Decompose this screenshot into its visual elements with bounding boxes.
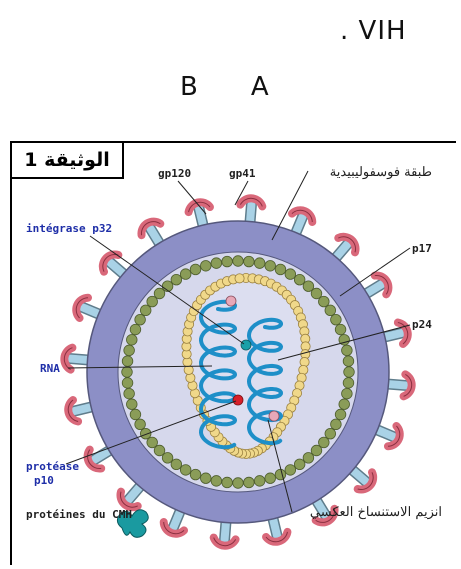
- matrix-bead: [122, 356, 133, 367]
- label-phospholipid: طبقة فوسفوليبيدية: [330, 165, 432, 180]
- capsid-bead: [235, 274, 244, 283]
- label-mhc: protéines du CMH: [26, 508, 132, 521]
- matrix-bead: [244, 256, 255, 267]
- matrix-bead: [343, 378, 354, 389]
- label-gp41: gp41: [229, 167, 256, 180]
- matrix-bead: [126, 334, 137, 345]
- matrix-bead: [275, 264, 286, 275]
- matrix-bead: [233, 478, 244, 489]
- matrix-bead: [331, 419, 342, 430]
- matrix-bead: [319, 296, 330, 307]
- matrix-bead: [303, 453, 314, 464]
- matrix-bead: [171, 274, 182, 285]
- matrix-bead: [124, 345, 135, 356]
- matrix-bead: [265, 260, 276, 271]
- matrix-bead: [222, 477, 233, 488]
- matrix-bead: [171, 459, 182, 470]
- matrix-bead: [285, 465, 296, 476]
- matrix-bead: [122, 367, 133, 378]
- matrix-bead: [265, 473, 276, 484]
- reverse-transcriptase-dot: [226, 296, 236, 306]
- matrix-bead: [275, 469, 286, 480]
- matrix-bead: [285, 269, 296, 280]
- label-integrase: intégrase p32: [26, 222, 112, 235]
- label-p17: p17: [412, 242, 432, 255]
- matrix-bead: [344, 367, 355, 378]
- label-gp120: gp120: [158, 167, 191, 180]
- matrix-bead: [130, 409, 141, 420]
- label-p24: p24: [412, 318, 432, 331]
- label-reverse-transcriptase: انزيم الاستنساخ العكسي: [310, 505, 442, 520]
- matrix-bead: [254, 258, 265, 269]
- matrix-bead: [124, 388, 135, 399]
- reverse-transcriptase-dot: [269, 411, 279, 421]
- matrix-bead: [122, 378, 133, 389]
- matrix-bead: [325, 305, 336, 316]
- matrix-bead: [294, 274, 305, 285]
- matrix-bead: [190, 264, 201, 275]
- matrix-bead: [339, 399, 350, 410]
- matrix-bead: [294, 459, 305, 470]
- matrix-bead: [211, 476, 222, 487]
- matrix-bead: [211, 258, 222, 269]
- matrix-bead: [342, 345, 353, 356]
- label-protease-p10: p10: [34, 474, 54, 487]
- matrix-bead: [130, 324, 141, 335]
- matrix-bead: [335, 324, 346, 335]
- matrix-bead: [335, 409, 346, 420]
- matrix-bead: [140, 305, 151, 316]
- matrix-bead: [126, 399, 137, 410]
- matrix-bead: [135, 419, 146, 430]
- matrix-bead: [325, 428, 336, 439]
- matrix-bead: [147, 437, 158, 448]
- matrix-bead: [233, 256, 244, 267]
- matrix-bead: [200, 473, 211, 484]
- matrix-bead: [190, 469, 201, 480]
- protease-dot: [233, 395, 243, 405]
- matrix-bead: [135, 314, 146, 325]
- matrix-bead: [244, 477, 255, 488]
- label-rna: RNA: [40, 362, 60, 375]
- matrix-bead: [140, 428, 151, 439]
- integrase-dot: [241, 340, 251, 350]
- matrix-bead: [343, 356, 354, 367]
- label-protease: protéase: [26, 460, 79, 473]
- matrix-bead: [222, 256, 233, 267]
- matrix-bead: [331, 314, 342, 325]
- matrix-bead: [180, 465, 191, 476]
- matrix-bead: [254, 476, 265, 487]
- document-label: الوثيقة 1: [10, 141, 124, 179]
- matrix-bead: [342, 388, 353, 399]
- matrix-bead: [200, 260, 211, 271]
- matrix-bead: [180, 269, 191, 280]
